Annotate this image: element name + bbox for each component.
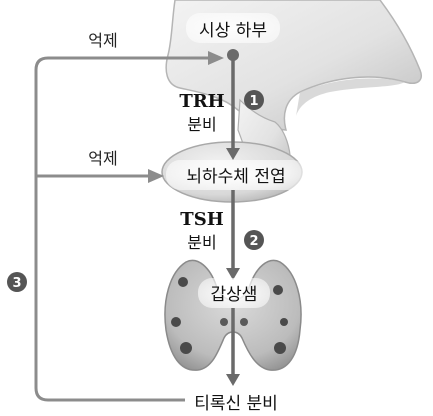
pituitary-label-text: 뇌하수체 전엽: [186, 167, 285, 187]
flow-arrow-tsh: [226, 190, 240, 280]
inhibition-label-mid: 억제: [88, 149, 117, 168]
thyroid-label: 갑상샘: [198, 278, 270, 308]
svg-text:1: 1: [249, 94, 258, 109]
thyroid-spot: [274, 342, 286, 354]
thyroid-spot: [171, 317, 181, 327]
step-badge-3: 3: [7, 272, 27, 292]
hypothalamus-label: 시상 하부: [186, 13, 280, 43]
trh-action: 분비: [187, 115, 216, 134]
hypothalamus-neuron-dot: [227, 49, 239, 61]
thyroid-spot: [280, 318, 288, 326]
thyroid-spot: [178, 277, 188, 287]
tsh-action: 분비: [187, 233, 216, 252]
thyroid-label-text: 갑상샘: [211, 285, 258, 305]
step-badge-2: 2: [244, 230, 264, 250]
trh-name: TRH: [179, 91, 224, 112]
thyroid-spot: [240, 318, 248, 326]
thyroid-spot: [273, 285, 283, 295]
thyroid-spot: [220, 318, 228, 326]
pituitary-label: 뇌하수체 전엽: [166, 160, 306, 190]
svg-text:3: 3: [12, 276, 21, 291]
svg-text:2: 2: [249, 234, 258, 249]
thyroid-spot: [180, 342, 192, 354]
hypothalamus-label-text: 시상 하부: [199, 21, 267, 41]
step-badge-1: 1: [244, 90, 264, 110]
inhibition-label-top: 억제: [88, 31, 117, 50]
tsh-name: TSH: [180, 209, 223, 230]
thyroxine-output-label: 티록신 분비: [194, 394, 278, 414]
